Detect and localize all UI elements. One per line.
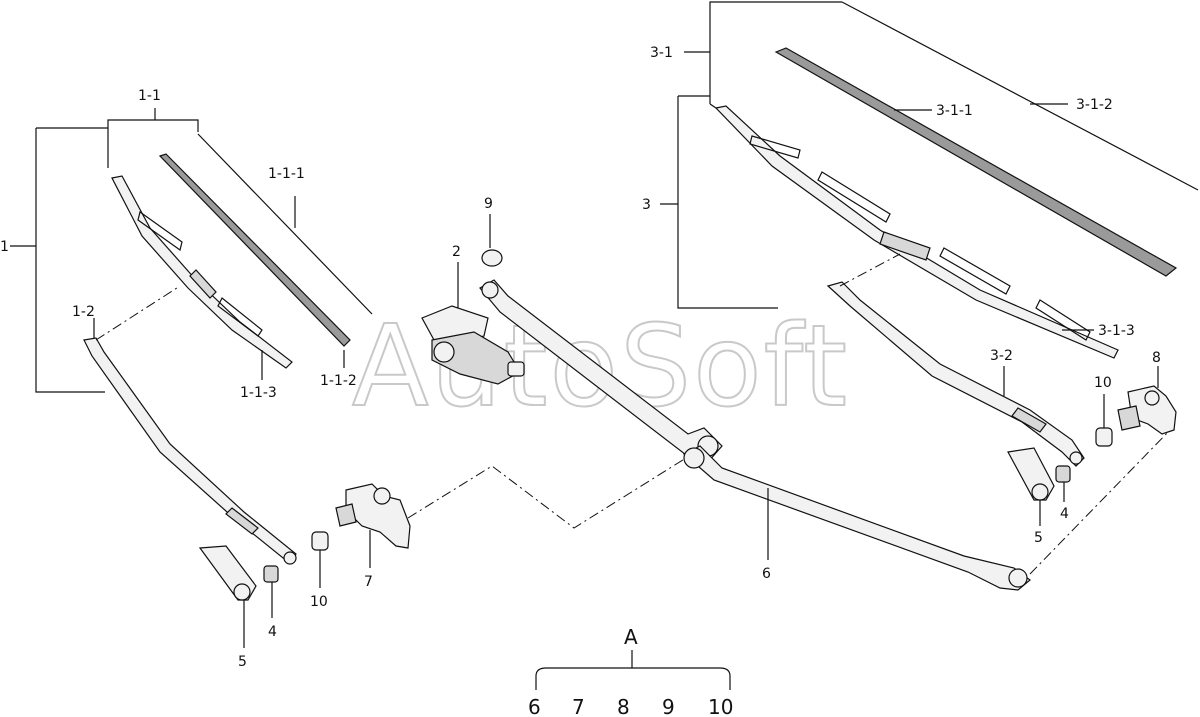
right-wiper-blade: [714, 105, 1119, 359]
left-wiper-group: [10, 108, 411, 648]
callout-4-right: 4: [1060, 506, 1069, 522]
right-bushing: [1095, 427, 1113, 447]
callout-6: 6: [762, 566, 771, 582]
callout-10-left: 10: [310, 594, 328, 610]
right-pivot: [1117, 385, 1177, 435]
left-wiper-blade: [111, 175, 293, 369]
group-a-member: 8: [617, 695, 630, 717]
callout-8: 8: [1152, 350, 1161, 366]
callout-3-2: 3-2: [990, 348, 1013, 364]
retaining-clip: [481, 249, 503, 267]
group-a-member: 9: [662, 695, 675, 717]
group-a-bracket: [535, 667, 731, 690]
callout-4-left: 4: [268, 624, 277, 640]
bracket-3: [677, 96, 778, 309]
callout-10-right: 10: [1094, 375, 1112, 391]
left-blade-refill: [158, 153, 351, 347]
group-a-member: 7: [572, 695, 585, 717]
callout-3: 3: [642, 197, 651, 213]
wiper-motor: [421, 305, 525, 385]
left-wiper-arm: [83, 337, 297, 565]
callout-3-1-3: 3-1-3: [1098, 323, 1135, 339]
left-nut: [263, 565, 279, 583]
callout-2: 2: [452, 244, 461, 260]
callout-3-1-2: 3-1-2: [1076, 97, 1113, 113]
callout-9: 9: [484, 196, 493, 212]
group-a-member: 10: [708, 695, 733, 717]
callout-1: 1: [0, 239, 9, 255]
callout-1-1-3: 1-1-3: [240, 385, 277, 401]
right-wiper-group: [660, 1, 1199, 526]
group-a-title: A: [624, 625, 638, 649]
left-bushing: [311, 531, 329, 551]
right-blade-refill: [774, 47, 1178, 277]
long-linkage-rod: [682, 445, 1031, 591]
callout-3-1: 3-1: [650, 45, 673, 61]
callout-5-left: 5: [238, 654, 247, 670]
callout-7: 7: [364, 574, 373, 590]
callout-3-1-1: 3-1-1: [936, 103, 973, 119]
right-wiper-arm: [826, 281, 1085, 467]
callout-1-2: 1-2: [72, 304, 95, 320]
group-a-member: 6: [528, 695, 541, 717]
bracket-1-1: [107, 119, 199, 168]
group-a: [535, 650, 731, 690]
callout-1-1-1: 1-1-1: [268, 166, 305, 182]
bracket-1: [35, 128, 105, 393]
left-pivot: [335, 483, 411, 549]
callout-1-1: 1-1: [138, 88, 161, 104]
callout-1-1-2: 1-1-2: [320, 373, 357, 389]
callout-5-right: 5: [1034, 530, 1043, 546]
bracket-3-1: [709, 1, 842, 104]
right-nut: [1055, 465, 1071, 483]
